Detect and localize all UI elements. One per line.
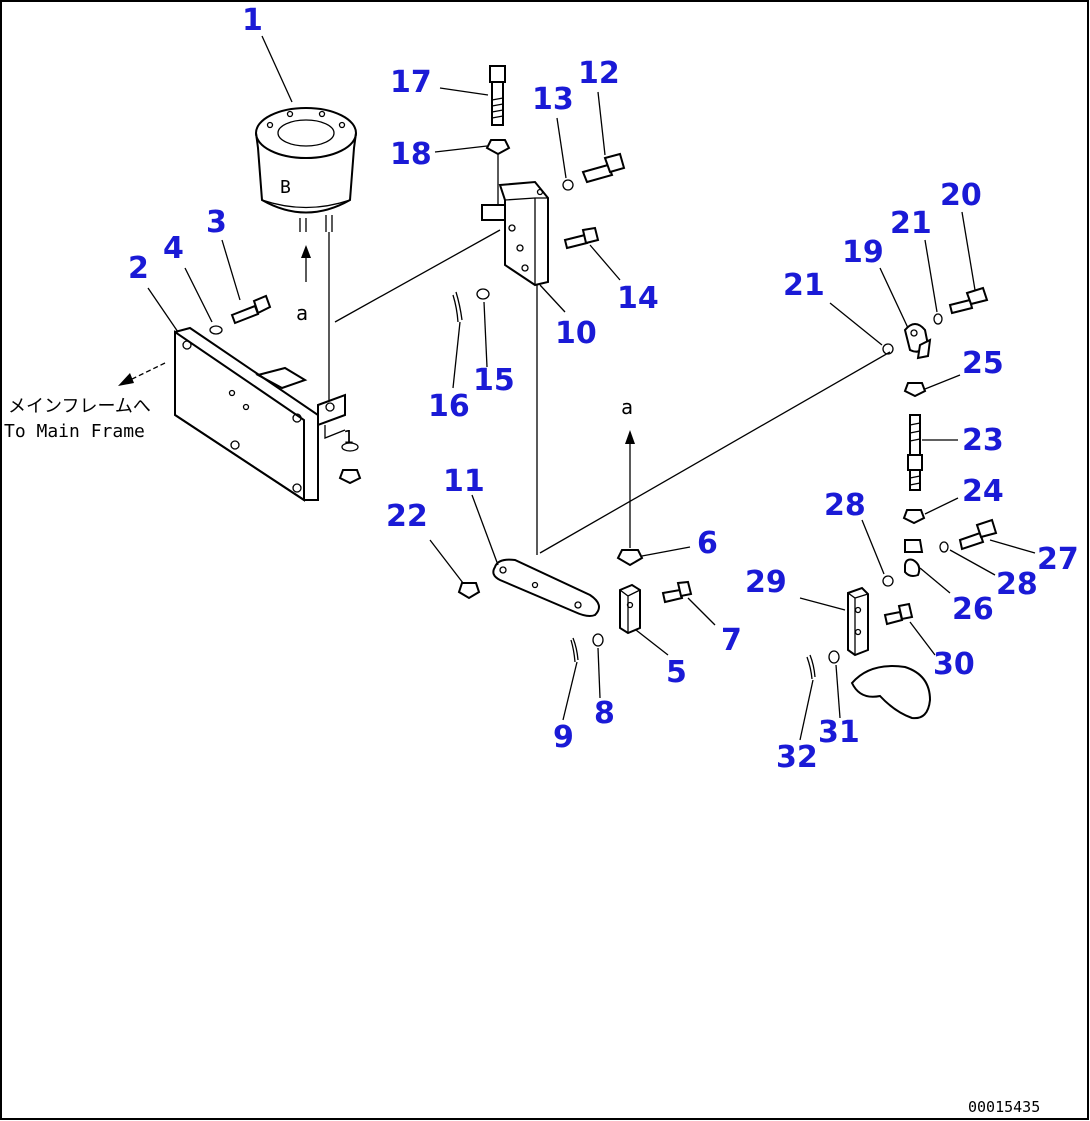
callout-25: 25	[962, 346, 1004, 381]
callouts: 1 2 3 4 5 6 7 8 9 10 11 12 13 14 15 16 1…	[128, 3, 1079, 775]
document-number: 00015435	[968, 1098, 1040, 1116]
bracket-10	[481, 180, 549, 287]
bolt-30	[883, 602, 914, 626]
note-en: To Main Frame	[4, 421, 145, 442]
bolt-20	[948, 286, 989, 315]
cotter-pin-9	[570, 637, 579, 663]
callout-6: 6	[697, 526, 718, 561]
nut-6	[616, 549, 644, 567]
washer-28b	[939, 541, 949, 553]
callout-23: 23	[962, 423, 1004, 458]
callout-26: 26	[952, 592, 994, 627]
washer-28a	[882, 575, 894, 587]
bolt-14	[563, 226, 600, 250]
cotter-pin-32	[806, 654, 816, 680]
callout-32: 32	[776, 740, 818, 775]
leader-lines	[147, 35, 1036, 741]
callout-28-right: 28	[996, 567, 1038, 602]
callout-7: 7	[721, 623, 742, 658]
ref-a-mid: a	[621, 395, 633, 419]
callout-17: 17	[390, 65, 432, 100]
washer-15	[476, 288, 490, 300]
rod-end-19	[903, 323, 932, 360]
callout-22: 22	[386, 499, 428, 534]
callout-11: 11	[443, 464, 485, 499]
mounting-plate-part	[174, 326, 346, 502]
nut-25	[903, 382, 927, 398]
callout-15: 15	[473, 363, 515, 398]
link-line-c	[539, 351, 891, 554]
washer-13	[562, 179, 574, 191]
meter-part: B	[255, 107, 357, 232]
bolt-3	[230, 294, 272, 325]
callout-24: 24	[962, 474, 1004, 509]
callout-12: 12	[578, 56, 620, 91]
swivel-26	[904, 539, 924, 577]
callout-3: 3	[206, 205, 227, 240]
callout-31: 31	[818, 715, 860, 750]
callout-29: 29	[745, 565, 787, 600]
washer-31	[828, 650, 840, 664]
callout-9: 9	[553, 720, 574, 755]
callout-2: 2	[128, 251, 149, 286]
callout-30: 30	[933, 647, 975, 682]
washer-21a	[882, 343, 894, 355]
callout-28-left: 28	[824, 488, 866, 523]
washer-21b	[933, 313, 943, 325]
nut-18	[485, 139, 511, 156]
callout-16: 16	[428, 389, 470, 424]
bolt-27	[958, 518, 998, 551]
bolt-7	[661, 580, 693, 604]
ref-arrow-a-mid	[625, 430, 635, 548]
callout-13: 13	[532, 82, 574, 117]
plate-nut-washer	[338, 442, 362, 485]
lever-arm	[850, 665, 932, 720]
callout-8: 8	[594, 696, 615, 731]
washer-8	[592, 633, 604, 647]
callout-1: 1	[242, 3, 263, 38]
rod-23	[907, 414, 923, 491]
callout-14: 14	[617, 281, 659, 316]
block-29	[847, 586, 869, 657]
callout-20: 20	[940, 178, 982, 213]
nut-24	[902, 509, 926, 525]
bolt-12	[581, 152, 626, 184]
note-jp: メインフレームへ	[8, 396, 151, 417]
callout-21-upper: 21	[890, 206, 932, 241]
bolt-17	[489, 65, 506, 126]
nut-22	[457, 582, 481, 600]
ref-arrow-a-top	[301, 245, 311, 282]
callout-4: 4	[163, 231, 184, 266]
callout-19: 19	[842, 235, 884, 270]
lever-11	[492, 558, 600, 617]
ref-small-1: 1	[343, 427, 354, 448]
block-5	[619, 583, 641, 635]
washer-4	[209, 325, 223, 335]
to-main-frame-arrow	[118, 362, 166, 386]
callout-10: 10	[555, 316, 597, 351]
callout-5: 5	[666, 655, 687, 690]
callout-27: 27	[1037, 542, 1079, 577]
meter-marking: B	[280, 177, 291, 198]
callout-21-lower: 21	[783, 268, 825, 303]
link-line-a	[334, 229, 501, 323]
ref-a-top: a	[296, 301, 308, 325]
callout-18: 18	[390, 137, 432, 172]
cotter-pin-16	[452, 291, 463, 323]
